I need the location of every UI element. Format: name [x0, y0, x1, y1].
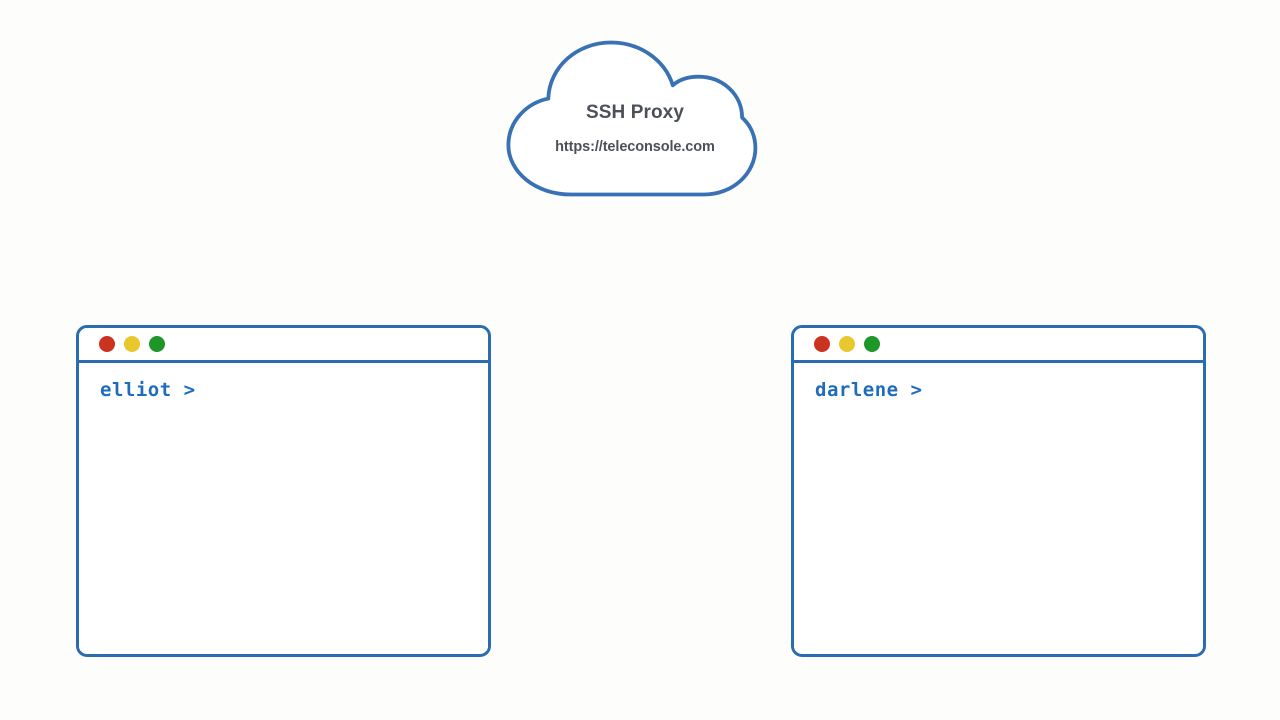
close-button-icon[interactable] — [99, 336, 115, 352]
terminal-window-elliot[interactable]: elliot > — [76, 325, 491, 657]
terminal-window-darlene[interactable]: darlene > — [791, 325, 1206, 657]
maximize-button-icon[interactable] — [149, 336, 165, 352]
terminal-prompt: elliot > — [100, 379, 196, 401]
terminal-prompt: darlene > — [815, 379, 923, 401]
terminal-body[interactable]: elliot > — [79, 363, 488, 651]
minimize-button-icon[interactable] — [124, 336, 140, 352]
cloud-icon — [506, 40, 758, 197]
terminal-body[interactable]: darlene > — [794, 363, 1203, 651]
terminal-titlebar — [794, 328, 1203, 363]
minimize-button-icon[interactable] — [839, 336, 855, 352]
maximize-button-icon[interactable] — [864, 336, 880, 352]
close-button-icon[interactable] — [814, 336, 830, 352]
terminal-titlebar — [79, 328, 488, 363]
ssh-proxy-cloud: SSH Proxy https://teleconsole.com — [495, 25, 775, 205]
